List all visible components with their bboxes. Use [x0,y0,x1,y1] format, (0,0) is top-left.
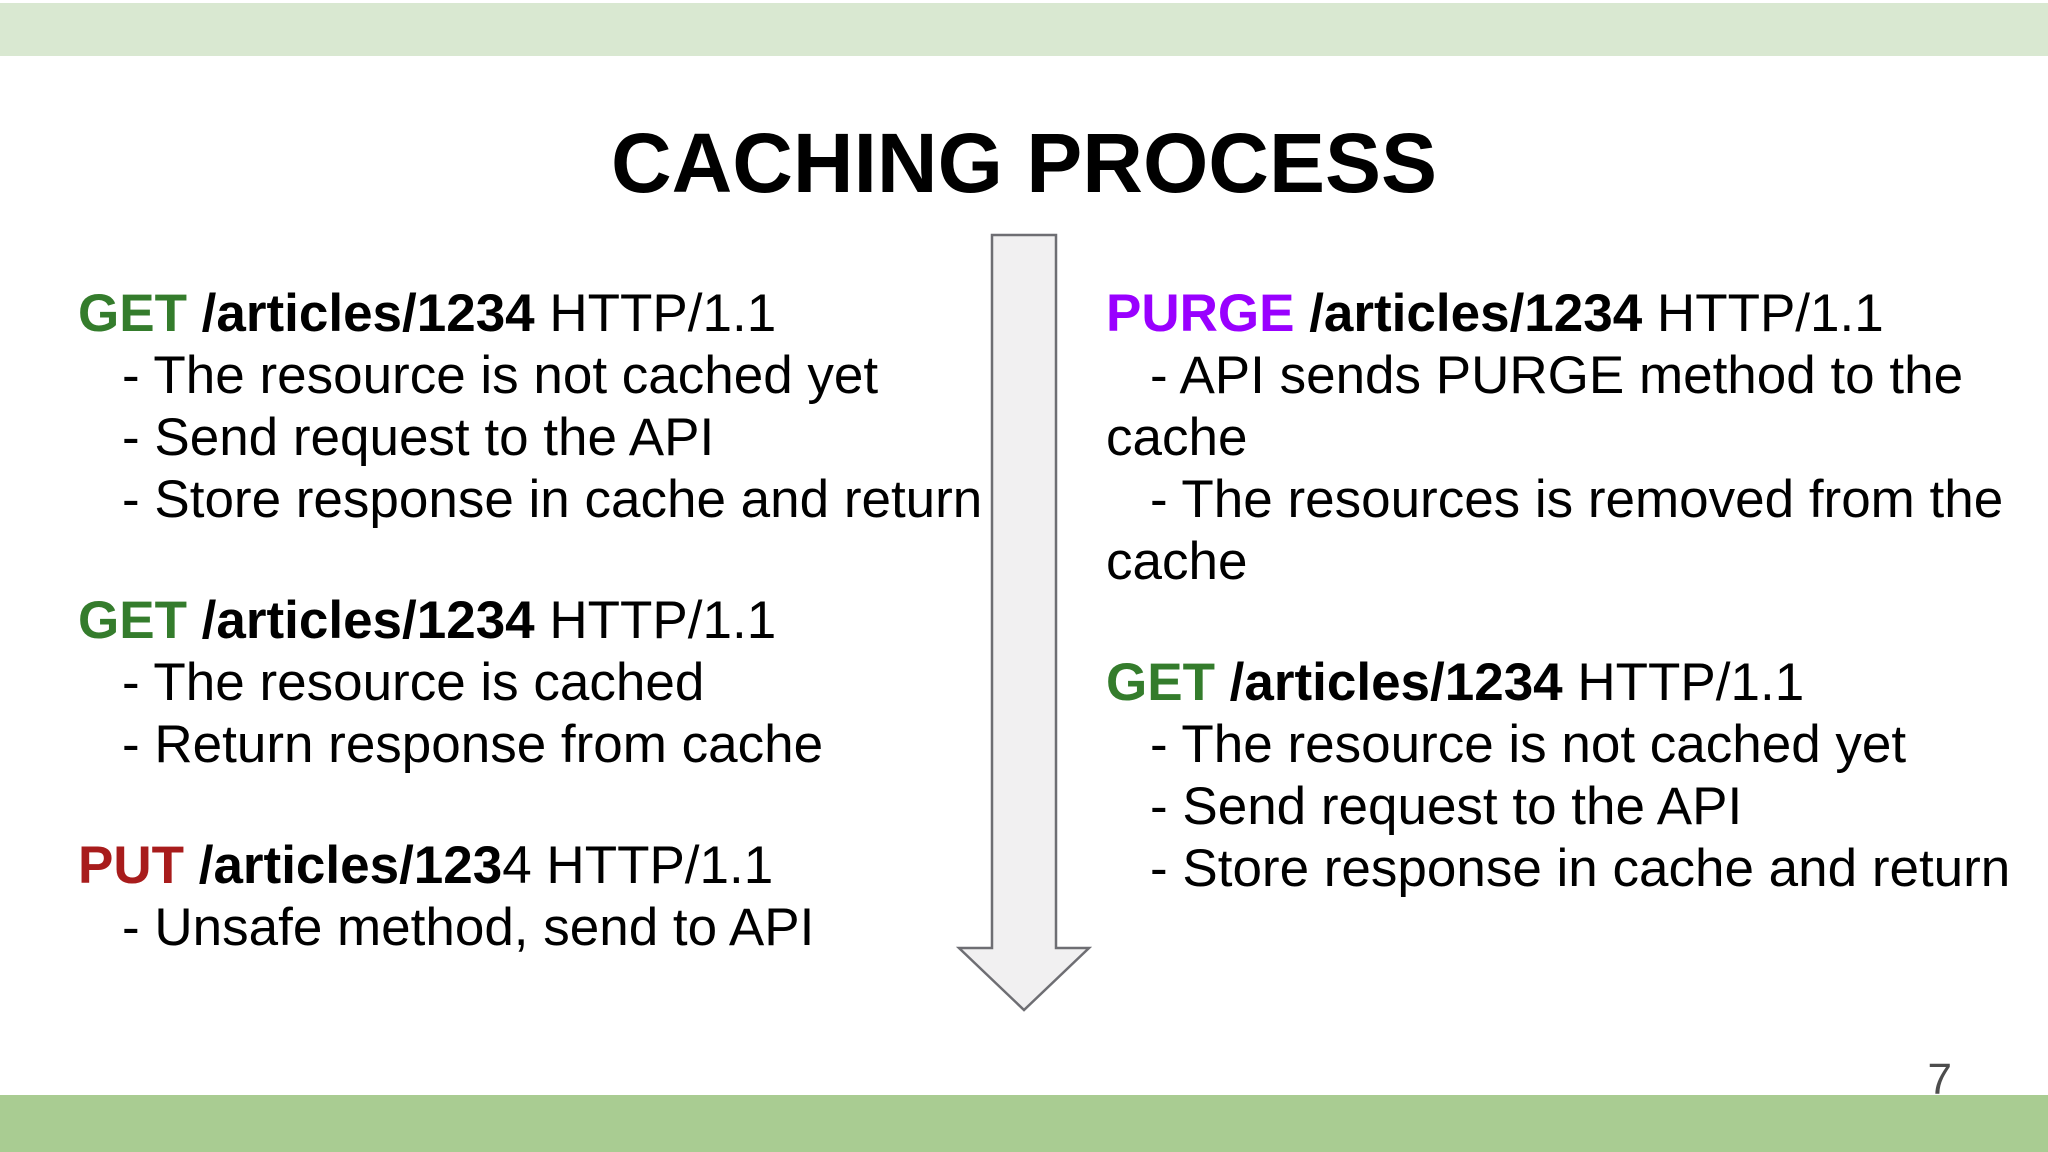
request-protocol: HTTP/1.1 [534,284,777,343]
request-protocol: HTTP/1.1 [1642,284,1884,343]
request-path: /articles/1234 [186,284,535,343]
http-method-get: GET [78,591,187,650]
bullet-line: - The resource is not cached yet [1150,715,1907,774]
bullet-line: - The resource is not cached yet [122,346,879,405]
bullet-line: - The resources is removed from the cach… [1106,470,2004,591]
http-block-get-uncached: GET /articles/1234 HTTP/1.1 - The resour… [78,283,998,531]
bullet-line: - The resource is cached [122,653,705,712]
request-protocol: HTTP/1.1 [1562,653,1805,712]
request-line: PURGE /articles/1234 HTTP/1.1 [1106,283,2046,345]
bottom-accent-bar [0,1095,2048,1152]
request-protocol: 4 HTTP/1.1 [502,836,774,895]
right-column: PURGE /articles/1234 HTTP/1.1 - API send… [1106,283,2046,900]
http-method-put: PUT [78,836,184,895]
bullet-line: - Store response in cache and return [1150,839,2011,898]
http-block-get-cached: GET /articles/1234 HTTP/1.1 - The resour… [78,590,998,776]
http-method-get: GET [78,284,187,343]
request-line: GET /articles/1234 HTTP/1.1 [78,590,998,652]
request-path: /articles/123 [184,836,503,895]
bullet-line: - Return response from cache [122,715,824,774]
bullet-line: - Unsafe method, send to API [122,898,815,957]
request-line: GET /articles/1234 HTTP/1.1 [1106,652,2046,714]
top-accent-bar [0,3,2048,56]
request-line: GET /articles/1234 HTTP/1.1 [78,283,998,345]
request-path: /articles/1234 [1294,284,1643,343]
left-column: GET /articles/1234 HTTP/1.1 - The resour… [78,283,998,959]
bullet-line: - Send request to the API [122,408,715,467]
http-method-get: GET [1106,653,1215,712]
bullet-line: - API sends PURGE method to the cache [1106,346,1964,467]
request-path: /articles/1234 [186,591,535,650]
down-arrow-shape [955,233,1093,1012]
bullet-line: - Store response in cache and return [122,470,983,529]
request-protocol: HTTP/1.1 [534,591,777,650]
http-block-purge: PURGE /articles/1234 HTTP/1.1 - API send… [1106,283,2046,593]
page-number: 7 [1927,1055,1952,1104]
slide-title: CACHING PROCESS [610,116,1438,210]
request-path: /articles/1234 [1214,653,1563,712]
down-arrow-icon [950,230,1098,1020]
request-line: PUT /articles/1234 HTTP/1.1 [78,835,998,897]
down-arrow-polygon [955,233,1093,1012]
http-block-get-after-purge: GET /articles/1234 HTTP/1.1 - The resour… [1106,652,2046,900]
http-method-purge: PURGE [1106,284,1295,343]
bullet-line: - Send request to the API [1150,777,1743,836]
http-block-put: PUT /articles/1234 HTTP/1.1 - Unsafe met… [78,835,998,959]
